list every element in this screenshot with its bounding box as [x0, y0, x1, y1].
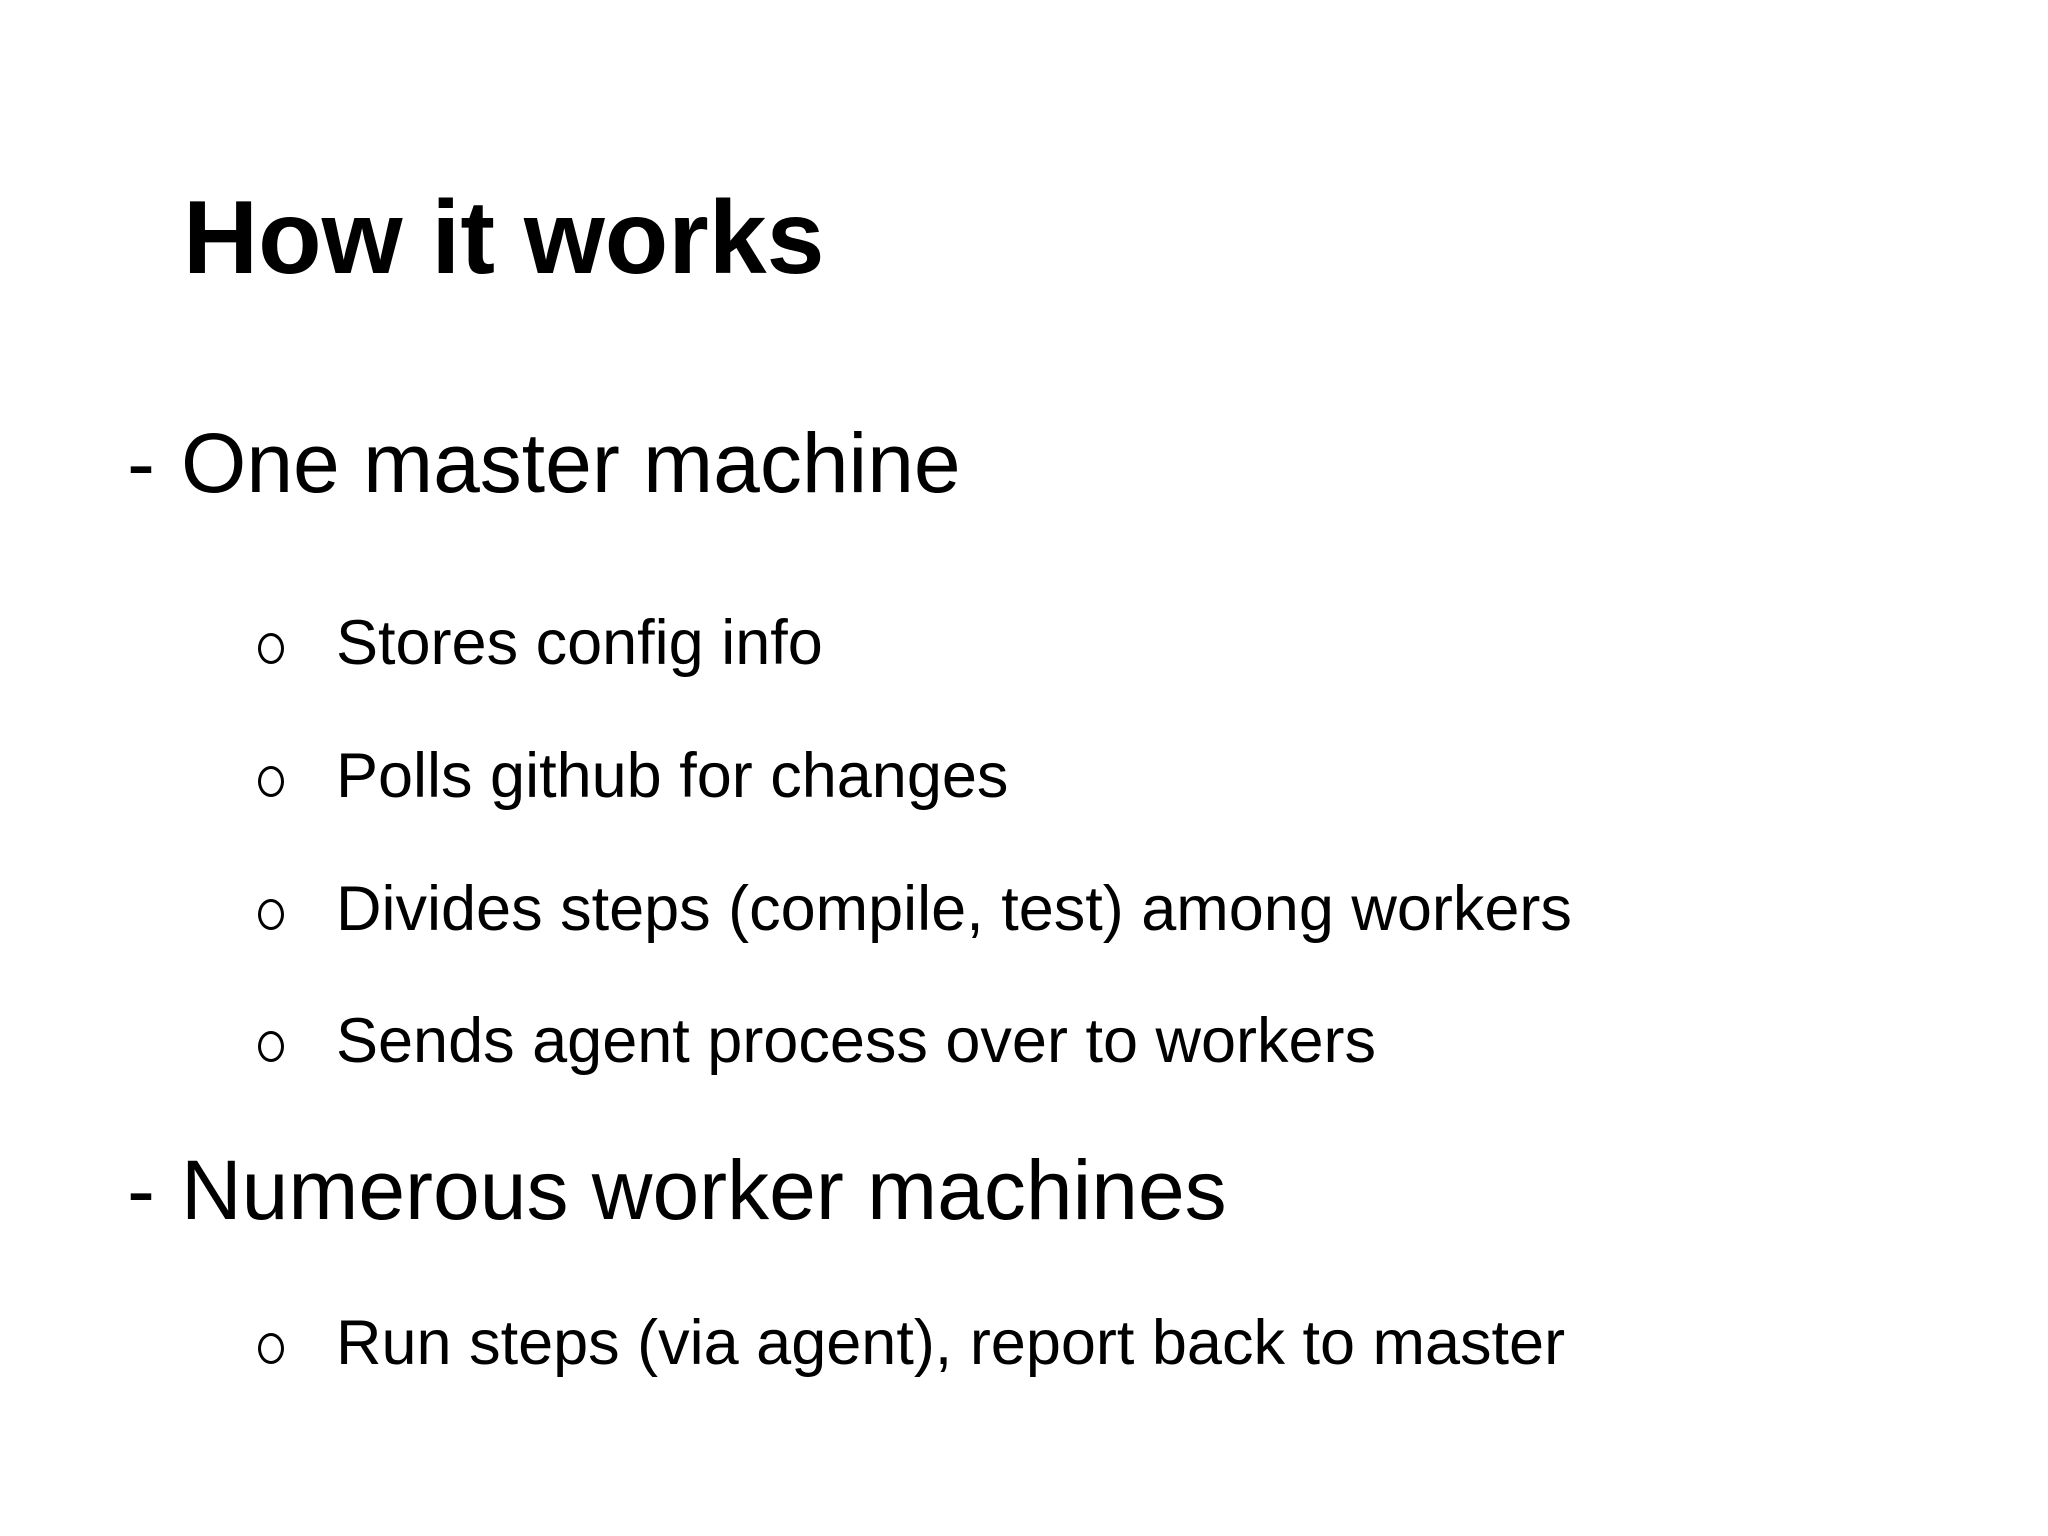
bullet-label: Numerous worker machines — [180, 1143, 1227, 1237]
bullet-one-master-machine: - One master machine — [127, 421, 961, 505]
circle-bullet-icon — [258, 1333, 284, 1364]
dash-bullet-marker: - — [127, 416, 155, 510]
circle-bullet-icon — [258, 766, 284, 797]
sub-bullet-divides-steps: Divides steps (compile, test) among work… — [258, 878, 1572, 941]
sub-bullet-sends-agent: Sends agent process over to workers — [258, 1010, 1376, 1073]
circle-bullet-icon — [258, 1031, 284, 1062]
sub-bullet-stores-config: Stores config info — [258, 612, 823, 675]
sub-bullet-label: Sends agent process over to workers — [336, 1006, 1377, 1076]
sub-bullet-polls-github: Polls github for changes — [258, 745, 1008, 808]
bullet-numerous-workers: - Numerous worker machines — [127, 1148, 1227, 1232]
bullet-label: One master machine — [180, 416, 961, 510]
sub-bullet-run-steps: Run steps (via agent), report back to ma… — [258, 1312, 1565, 1375]
sub-bullet-label: Polls github for changes — [336, 741, 1009, 811]
circle-bullet-icon — [258, 633, 284, 664]
slide-title: How it works — [183, 180, 825, 296]
sub-bullet-label: Divides steps (compile, test) among work… — [336, 874, 1572, 944]
circle-bullet-icon — [258, 899, 284, 930]
sub-bullet-label: Run steps (via agent), report back to ma… — [336, 1308, 1566, 1378]
sub-bullet-label: Stores config info — [336, 608, 823, 678]
dash-bullet-marker: - — [127, 1143, 155, 1237]
